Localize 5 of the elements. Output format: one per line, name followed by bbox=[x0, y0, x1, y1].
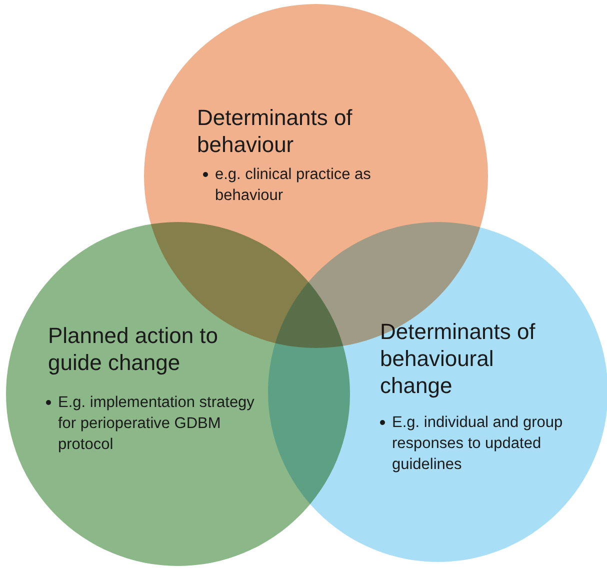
bullet-text: e.g. clinical practice as behaviour bbox=[201, 164, 430, 206]
circle-heading: Determinants of behaviour bbox=[197, 104, 354, 158]
bullet-text: E.g. individual and group responses to updated guidelines bbox=[378, 412, 592, 475]
circle-heading: Planned action to guide change bbox=[48, 322, 220, 376]
circle-heading: Determinants of behavioural change bbox=[380, 318, 536, 399]
